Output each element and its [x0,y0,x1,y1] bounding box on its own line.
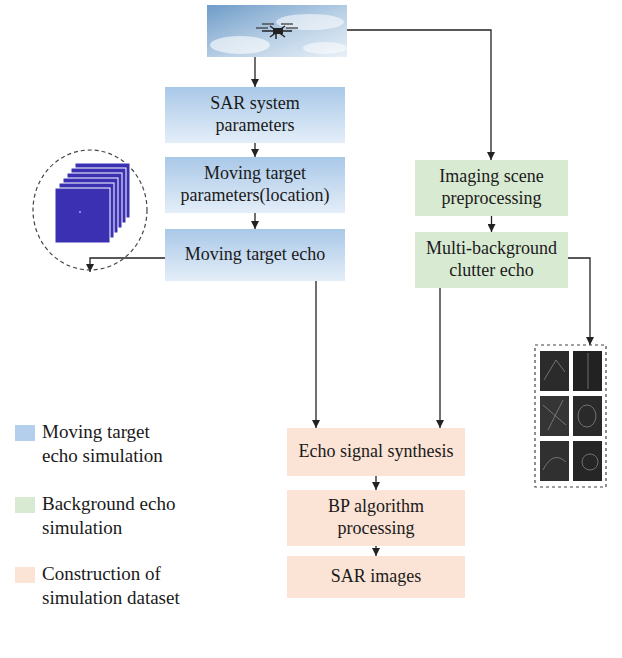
flow-arrow [491,216,492,232]
flow-arrow [315,281,316,428]
process-box: Echo signal synthesis [287,428,465,476]
drone-photo [207,5,347,57]
photo-arrows [90,30,590,345]
box-label: SAR system parameters [173,93,337,137]
flow-arrow [254,213,255,229]
box-label: Multi-background clutter echo [423,238,560,282]
process-box: SAR system parameters [165,87,345,143]
process-box: BP algorithm processing [287,490,465,546]
box-label: SAR images [331,566,422,588]
process-box: Moving target echo [165,229,345,281]
process-box: Multi-background clutter echo [415,232,568,288]
box-label: Imaging scene preprocessing [423,166,560,210]
box-label: Echo signal synthesis [299,441,454,463]
echo-frame-inset [33,150,147,270]
clutter-image-grid [535,345,606,487]
process-box: Moving target parameters(location) [165,157,345,213]
legend-swatch [15,425,35,441]
legend-label: Moving target echo simulation [42,420,187,468]
flow-arrow [375,476,376,490]
legend-label: Background echo simulation [42,492,187,540]
legend-swatch [15,497,35,513]
process-box: SAR images [287,556,465,598]
flow-arrow [375,546,376,556]
box-label: Moving target echo [185,244,326,266]
legend-swatch [15,567,35,583]
flow-arrow [439,288,440,428]
box-label: BP algorithm processing [295,496,457,540]
legend-label: Construction of simulation dataset [42,562,187,610]
process-box: Imaging scene preprocessing [415,160,568,216]
flow-arrow [254,143,255,157]
box-label: Moving target parameters(location) [173,163,337,207]
